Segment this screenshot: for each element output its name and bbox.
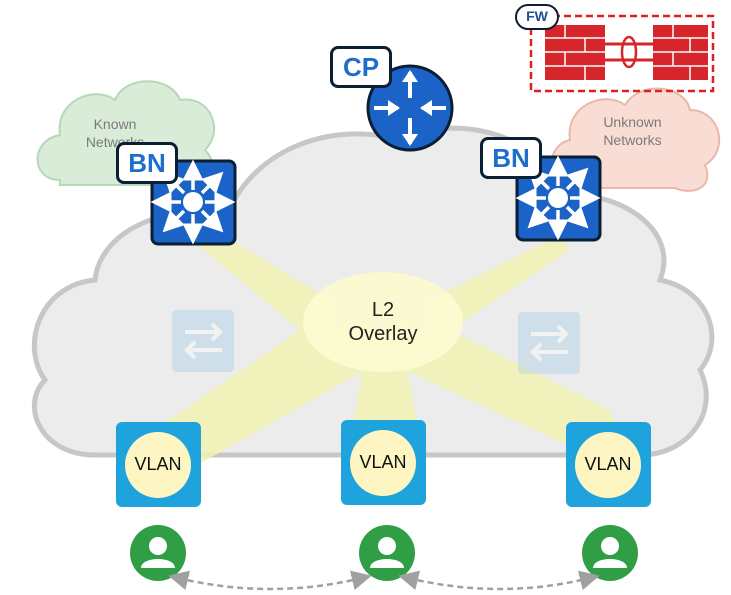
fw-badge: FW: [515, 4, 559, 30]
switch-arrows-icon: [172, 310, 234, 372]
user-connection-arrow: [168, 570, 372, 591]
firewall-box: [529, 14, 715, 93]
l2-overlay-bubble: [303, 272, 463, 372]
user-icon: [130, 525, 186, 581]
firewall-icon: [545, 25, 708, 80]
cp-badge: CP: [330, 46, 392, 88]
vlan-label-center: VLAN: [359, 452, 407, 472]
switch-arrows-icon: [518, 312, 580, 374]
overlay-label-line1: L2: [371, 299, 395, 321]
user-icon: [359, 525, 415, 581]
router-icon: [366, 64, 454, 152]
unknown-networks-line1: Unknown: [603, 114, 662, 130]
vlan-label-left: VLAN: [134, 454, 182, 474]
unknown-networks-label: Unknown Networks: [585, 114, 680, 149]
overlay-label: L2 Overlay: [323, 298, 443, 346]
user-connection-arrow: [398, 570, 600, 591]
vlan-label-right: VLAN: [584, 454, 632, 474]
bn-right-badge: BN: [480, 137, 542, 179]
vlan-tile: [341, 420, 426, 505]
bn-left-badge: BN: [116, 142, 178, 184]
unknown-networks-line2: Networks: [603, 131, 662, 148]
user-icon: [582, 525, 638, 581]
overlay-label-line2: Overlay: [348, 323, 418, 345]
known-networks-line1: Known: [93, 116, 137, 132]
vlan-tile: [116, 422, 201, 507]
vlan-tile: [566, 422, 651, 507]
